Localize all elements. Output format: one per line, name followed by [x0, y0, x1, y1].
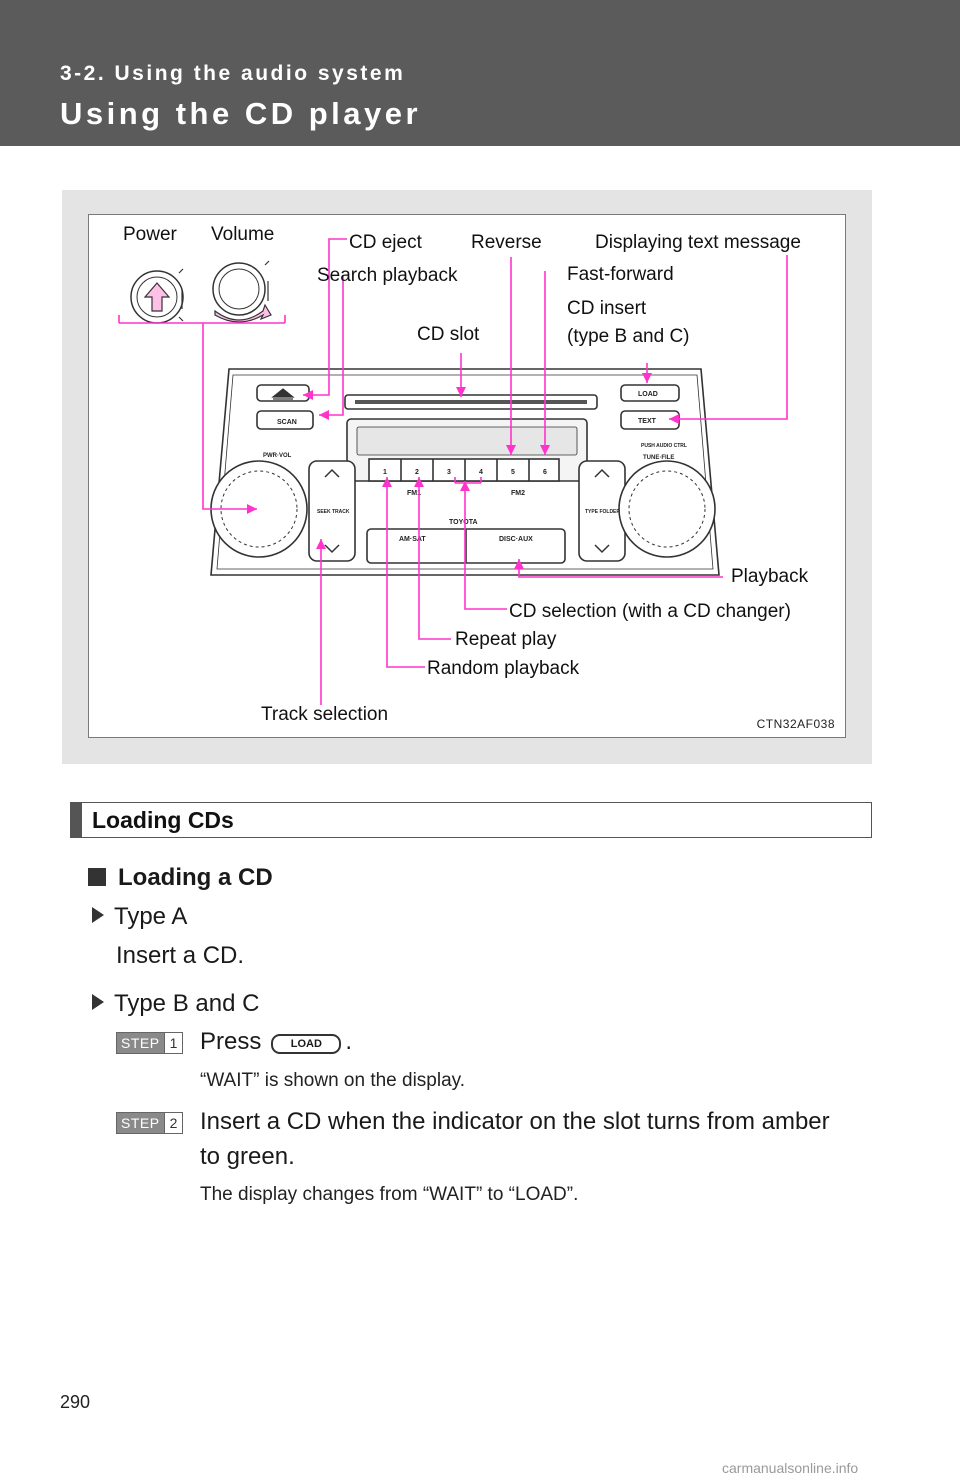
preset-label-6: 6: [543, 469, 547, 476]
step-1-instruction: Press LOAD.: [200, 1028, 352, 1056]
callout-cd-slot: CD slot: [417, 324, 480, 345]
unit-label-load: LOAD: [638, 391, 658, 398]
step-2-word: STEP: [117, 1113, 164, 1133]
insert-cd-text: Insert a CD.: [116, 942, 245, 969]
step-1-press-text: Press: [200, 1028, 262, 1055]
unit-label-push-audio: PUSH AUDIO CTRL: [641, 443, 687, 449]
unit-label-fm2: FM2: [511, 490, 525, 497]
callout-cd-selection: CD selection (with a CD changer): [509, 601, 791, 622]
step-2-note: The display changes from “WAIT” to “LOAD…: [200, 1184, 579, 1205]
callout-cd-insert: CD insert: [567, 298, 647, 319]
audio-unit-diagram: SCAN LOAD TEXT PWR·VOL PUSH AUDIO CTRL T…: [88, 214, 846, 738]
callout-volume: Volume: [211, 224, 275, 245]
unit-label-text: TEXT: [638, 418, 657, 425]
head-unit: [210, 368, 720, 576]
callout-fast-forward: Fast-forward: [567, 264, 674, 285]
preset-label-3: 3: [447, 469, 451, 476]
step-2-number: 2: [163, 1113, 183, 1133]
preset-label-1: 1: [383, 469, 387, 476]
seek-chevrons: [324, 468, 610, 554]
watermark: carmanualsonline.info: [722, 1460, 859, 1476]
callout-cd-insert-type: (type B and C): [567, 326, 690, 347]
type-a-text: Type A: [114, 903, 188, 930]
unit-label-am-sat: AM·SAT: [399, 536, 426, 543]
page-header: 3-2. Using the audio system Using the CD…: [0, 0, 960, 146]
subheading-text: Loading CDs: [92, 807, 234, 833]
callout-repeat-play: Repeat play: [455, 629, 557, 650]
type-bc-item: Type B and C: [92, 990, 259, 1018]
preset-label-5: 5: [511, 469, 515, 476]
preset-label-2: 2: [415, 469, 419, 476]
volume-knob-inset: [212, 260, 270, 316]
callout-random-playback: Random playback: [427, 658, 580, 679]
type-bc-text: Type B and C: [114, 990, 260, 1017]
heading-loading-a-cd-text: Loading a CD: [118, 864, 273, 891]
callout-power: Power: [123, 224, 177, 245]
page-number: 290: [60, 1392, 91, 1412]
step-1-period: .: [345, 1028, 353, 1055]
callout-reverse: Reverse: [471, 232, 542, 253]
figure-code: CTN32AF038: [756, 717, 835, 731]
step-1-number: 1: [163, 1033, 183, 1053]
step-2-instruction-line1: Insert a CD when the indicator on the sl…: [200, 1108, 830, 1135]
square-bullet-icon: [88, 868, 106, 886]
callout-track-selection: Track selection: [261, 704, 389, 725]
audio-unit-figure: SCAN LOAD TEXT PWR·VOL PUSH AUDIO CTRL T…: [62, 190, 872, 764]
power-press-arrow: [143, 282, 171, 312]
unit-label-type-folder: TYPE FOLDER: [585, 509, 620, 515]
type-a-item: Type A: [92, 903, 187, 931]
heading-loading-a-cd: Loading a CD: [88, 864, 273, 892]
triangle-bullet-icon: [92, 907, 104, 923]
callout-displaying-text: Displaying text message: [595, 232, 801, 253]
step-2-instruction-line2: to green.: [200, 1143, 295, 1170]
load-button-icon: LOAD: [271, 1034, 342, 1054]
callout-arrowheads: [247, 373, 679, 569]
unit-label-pwr-vol: PWR·VOL: [263, 453, 292, 459]
unit-label-disc-aux: DISC·AUX: [499, 536, 533, 543]
subheading-loading-cds: Loading CDs: [70, 802, 872, 838]
section-label: 3-2. Using the audio system: [60, 62, 406, 85]
unit-label-brand: TOYOTA: [449, 519, 478, 526]
step-1-word: STEP: [117, 1033, 164, 1053]
step-1-note: “WAIT” is shown on the display.: [200, 1070, 466, 1091]
triangle-bullet-icon: [92, 994, 104, 1010]
page-title: Using the CD player: [60, 96, 422, 131]
unit-label-scan: SCAN: [277, 419, 297, 426]
callout-cd-eject: CD eject: [349, 232, 422, 253]
preset-label-4: 4: [479, 469, 483, 476]
callout-playback: Playback: [731, 566, 809, 587]
eject-icon: [271, 388, 295, 400]
unit-label-tune-file: TUNE·FILE: [643, 455, 674, 461]
volume-turn-arrow: [214, 303, 272, 323]
audio-unit-illustration: SCAN LOAD TEXT PWR·VOL PUSH AUDIO CTRL T…: [118, 238, 788, 705]
callout-search-playback: Search playback: [317, 265, 458, 286]
unit-label-seek-track: SEEK TRACK: [317, 509, 350, 515]
unit-label-fm1: FM1: [407, 490, 421, 497]
